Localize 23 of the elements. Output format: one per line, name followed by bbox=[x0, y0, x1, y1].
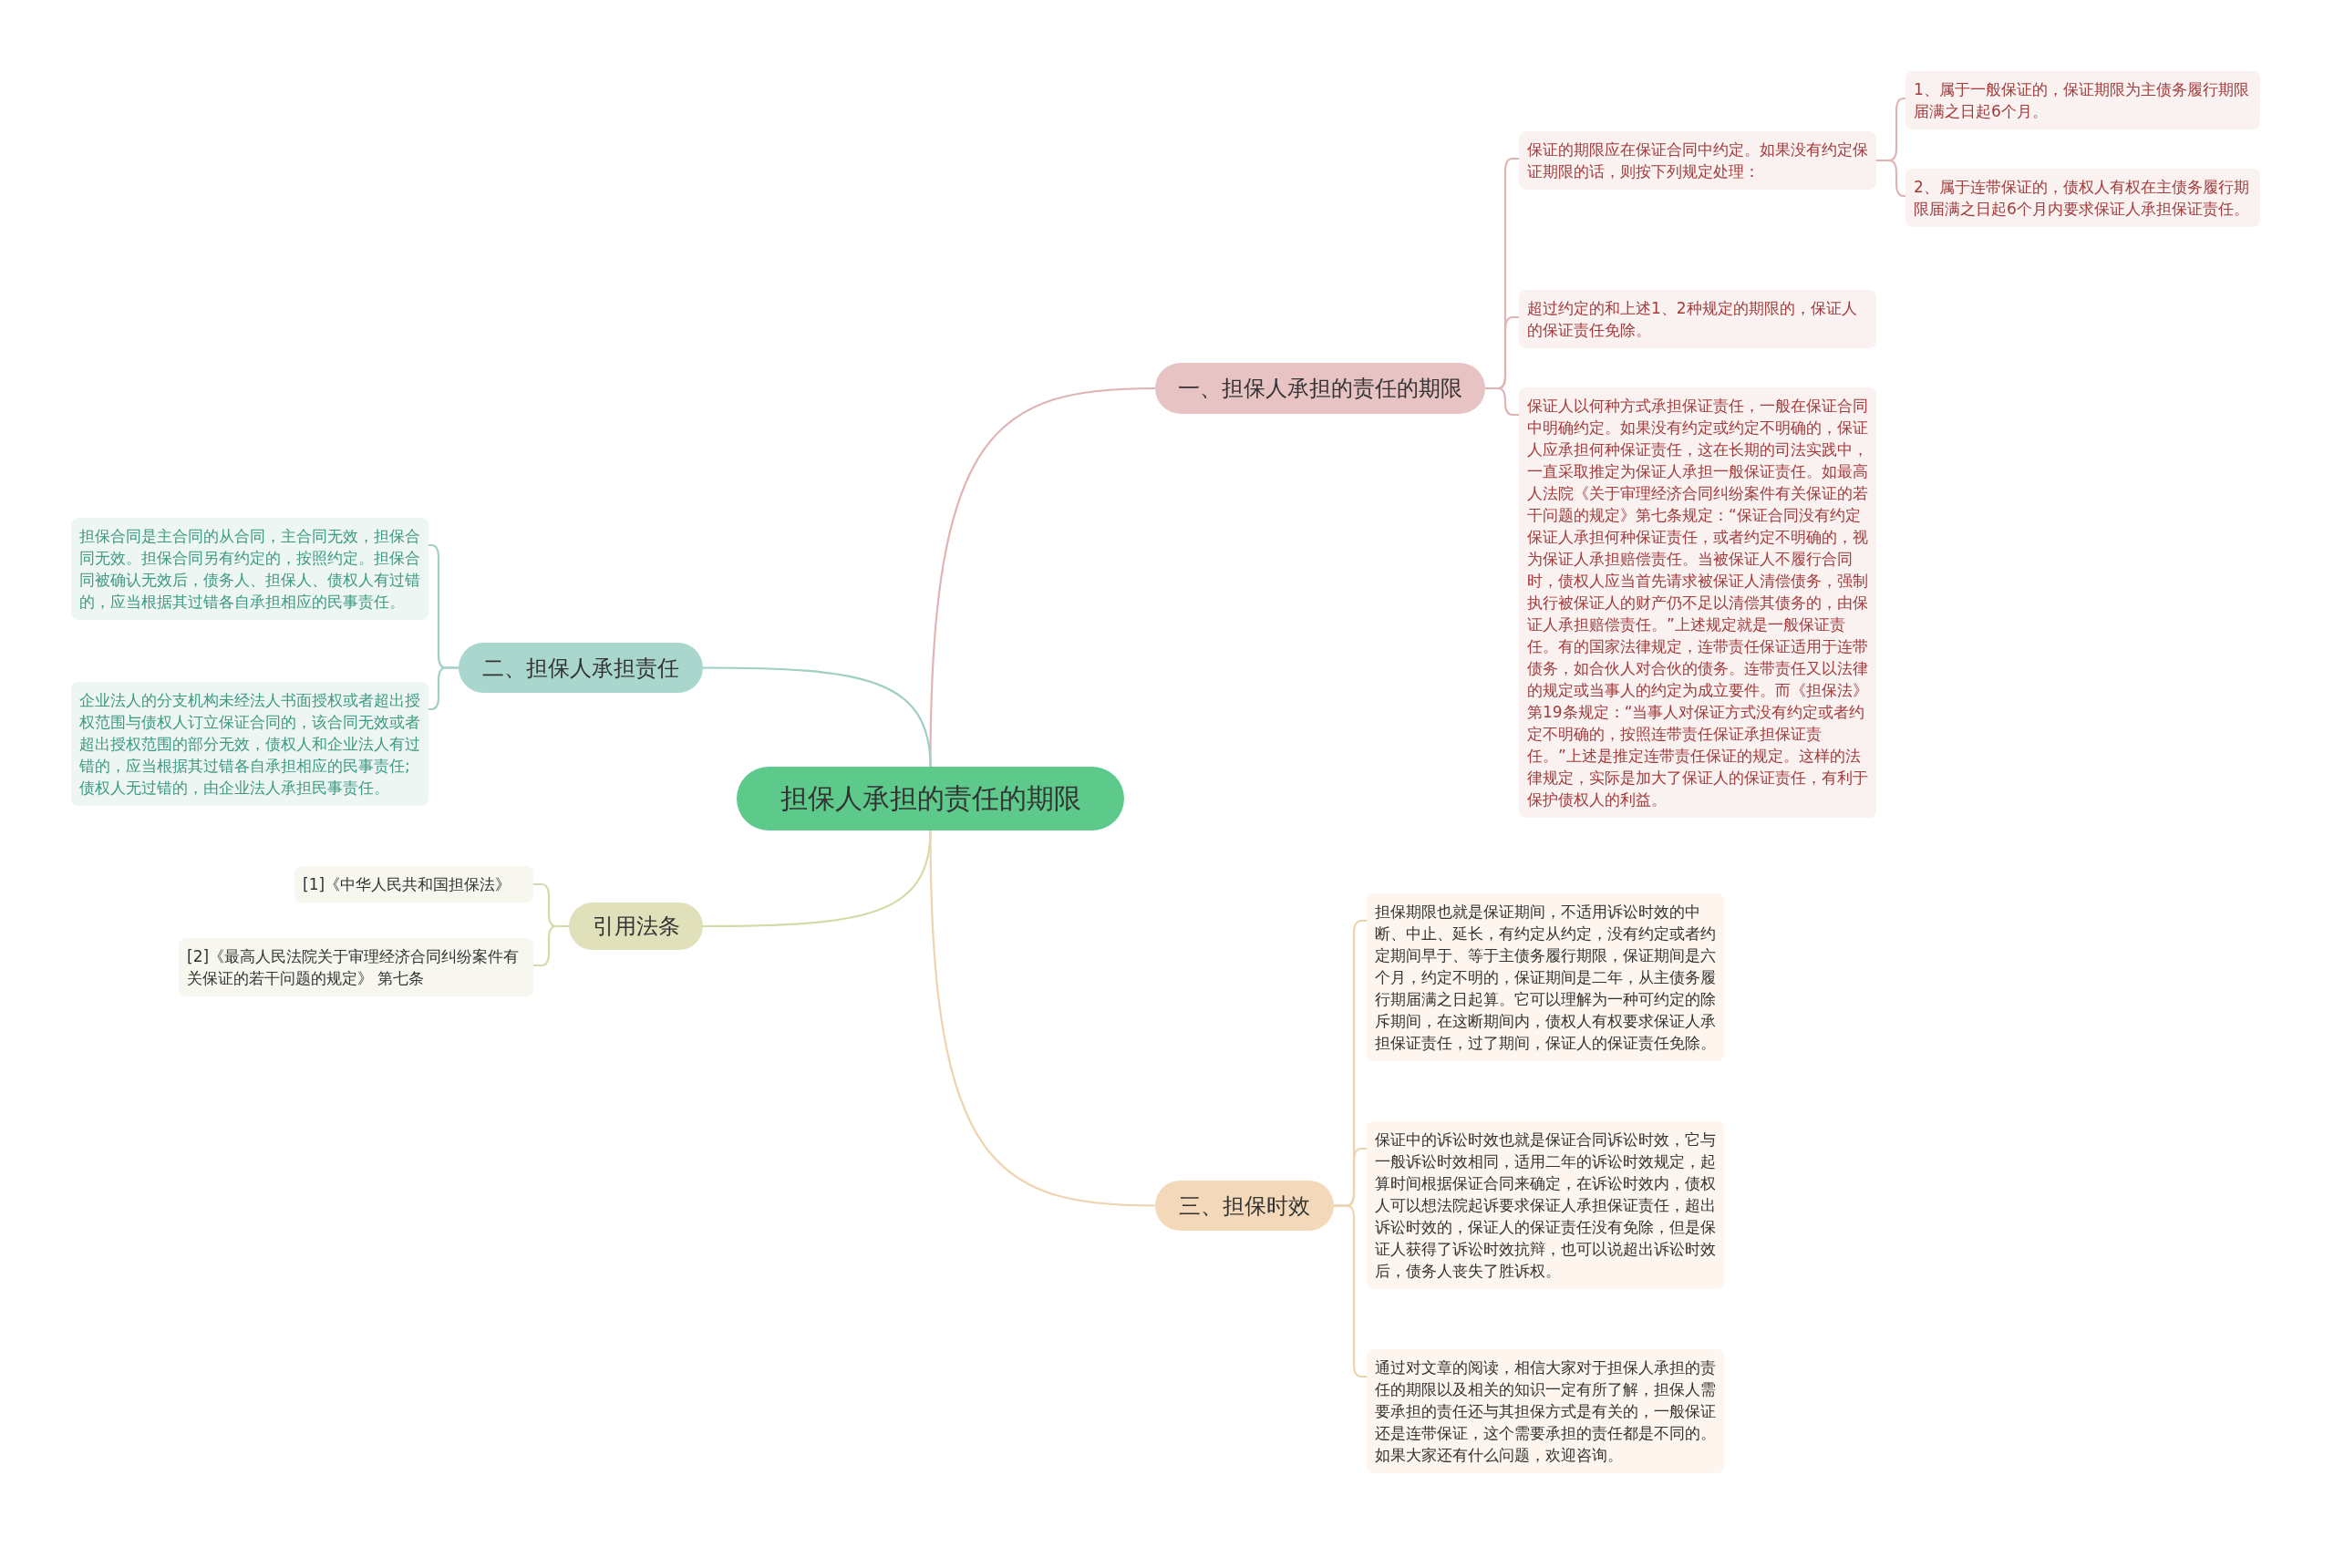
connector-line bbox=[929, 830, 1156, 1207]
note-box: 1、属于一般保证的，保证期限为主债务履行期限届满之日起6个月。 bbox=[1905, 71, 2260, 129]
topic-pill: 一、担保人承担的责任的期限 bbox=[1155, 363, 1485, 414]
note-box: 担保合同是主合同的从合同，主合同无效，担保合同无效。担保合同另有约定的，按照约定。担保合同被确认无效后，债务人、担保人、债权人有过错的，应当根据其过错各自承担相应的民事责任。 bbox=[71, 518, 429, 620]
note-box: 超过约定的和上述1、2种规定的期限的，保证人的保证责任免除。 bbox=[1519, 290, 1876, 348]
connector-line bbox=[703, 666, 932, 768]
connector-line bbox=[1485, 387, 1519, 417]
note-box: [2]《最高人民法院关于审理经济合同纠纷案件有关保证的若干问题的规定》 第七条 bbox=[179, 938, 533, 996]
topic-pill: 引用法条 bbox=[569, 903, 703, 950]
topic-pill: 二、担保人承担责任 bbox=[459, 643, 703, 693]
note-box: 2、属于连带保证的，债权人有权在主债务履行期限届满之日起6个月内要求保证人承担保证责任。 bbox=[1905, 169, 2260, 227]
connector-line bbox=[429, 666, 459, 711]
note-box: [1]《中华人民共和国担保法》 bbox=[294, 866, 533, 903]
note-box: 通过对文章的阅读，相信大家对于担保人承担的责任的期限以及相关的知识一定有所了解，担保人需要承担的责任还与其担保方式是有关的，一般保证还是连带保证，这个需要承担的责任都是不同的。如果大家还有什么问题，欢迎咨询。 bbox=[1367, 1349, 1724, 1473]
connector-line bbox=[1876, 159, 1906, 198]
note-box: 保证中的诉讼时效也就是保证合同诉讼时效，它与一般诉讼时效相同，适用二年的诉讼时效规定，起算时间根据保证合同来确定，在诉讼时效内，债权人可以想法院起诉要求保证人承担保证责任，超出诉讼时效的，保证人的保证责任没有免除，但是保证人获得了诉讼时效抗辩，也可以说超出诉讼时效后，债务人丧失了胜诉权。 bbox=[1367, 1121, 1724, 1289]
connector-line bbox=[533, 924, 569, 967]
note-box: 企业法人的分支机构未经法人书面授权或者超出授权范围与债权人订立保证合同的，该合同无效或者超出授权范围的部分无效，债权人和企业法人有过错的，应当根据其过错各自承担相应的民事责任;债权人无过错的，由企业法人承担民事责任。 bbox=[71, 682, 429, 806]
note-box: 保证人以何种方式承担保证责任，一般在保证合同中明确约定。如果没有约定或约定不明确的，保证人应承担何种保证责任，这在长期的司法实践中，一直采取推定为保证人承担一般保证责任。如最高人法院《关于审理经济合同纠纷案件有关保证的若干问题的规定》第七条规定：“保证合同没有约定保证人承担何种保证责任，或者约定不明确的，视为保证人承担赔偿责任。当被保证人不履行合同时，债权人应当首先请求被保证人清偿债务，强制执行被保证人的财产仍不足以清偿其债务的，由保证人承担赔偿责任。”上述规定就是一般保证责任。有的国家法律规定，连带责任保证适用于连带债务，如合伙人对合伙的债务。连带责任又以法律的规定或当事人的约定为成立要件。而《担保法》第19条规定：“当事人对保证方式没有约定或者约定不明确的，按照连带责任保证承担保证责任。”上述是推定连带责任保证的规定。这样的法律规定，实际是加大了保证人的保证责任，有利于保护债权人的利益。 bbox=[1519, 387, 1876, 818]
topic-pill: 三、担保时效 bbox=[1155, 1181, 1334, 1231]
note-box: 担保期限也就是保证期间，不适用诉讼时效的中断、中止、延长，有约定从约定，没有约定或者约定期间早于、等于主债务履行期限，保证期间是六个月，约定不明的，保证期间是二年，从主债务履行期届满之日起算。它可以理解为一种可约定的除斥期间，在这断期间内，债权人有权要求保证人承担保证责任，过了期间，保证人的保证责任免除。 bbox=[1367, 893, 1724, 1061]
central-topic: 担保人承担的责任的期限 bbox=[737, 767, 1124, 830]
note-box: 保证的期限应在保证合同中约定。如果没有约定保证期限的话，则按下列规定处理： bbox=[1519, 131, 1876, 190]
